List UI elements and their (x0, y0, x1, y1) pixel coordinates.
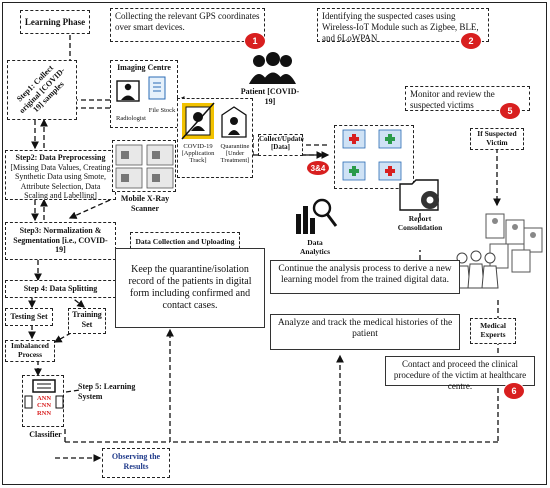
step1-box: Step1: Collect original [COVID-19] sampl… (7, 60, 77, 120)
mobile-xray-label: Mobile X-Ray Scanner (120, 194, 170, 213)
mobile-xray-box (112, 140, 176, 192)
observe-results-box: Observing the Results (102, 448, 170, 478)
file-stock-label: File Stock (148, 107, 176, 114)
imaging-centre-box: Imaging Centre Radiologist File Stock (110, 60, 178, 128)
app-track-label: COVID-19 [Application Track] (181, 143, 215, 165)
training-set-box: Training Set (68, 308, 106, 334)
monitor-icon (24, 379, 64, 409)
hospitals-box (334, 125, 414, 189)
algo-cnn: CNN (36, 402, 52, 410)
note-gps: Collecting the relevant GPS coordinates … (110, 8, 265, 42)
step2-title: Step2: Data Preprocessing (15, 153, 106, 162)
patient-label: Patient [COVID-19] (240, 87, 300, 106)
badge-2: 2 (460, 32, 482, 50)
badge-1: 1 (244, 32, 266, 50)
quarantine-label: Quarantine [Under Treatment] (220, 143, 250, 165)
note-history: Analyze and track the medical histories … (270, 314, 460, 350)
step4-box: Step 4: Data Splitting (5, 280, 116, 298)
step3-box: Step3: Normalization & Segmentation [i.e… (5, 222, 116, 260)
report-folder-icon (398, 176, 446, 214)
note-contact: Contact and proceed the clinical procedu… (385, 356, 535, 391)
step2-body: [Missing Data Values, Creating Synthetic… (10, 162, 111, 201)
step2-box: Step2: Data Preprocessing [Missing Data … (5, 150, 116, 200)
classifier-label: Classifier (29, 430, 62, 439)
algo-rnn: RNN (36, 409, 52, 417)
radiologist-icon (116, 76, 166, 102)
data-analytics-label: Data Analytics (300, 238, 330, 256)
imbalanced-box: Imbalanced Process (5, 340, 55, 362)
radiologist-label: Radiologist (116, 115, 146, 122)
documents-icon (482, 210, 544, 274)
medical-experts-box: Medical Experts (470, 318, 516, 344)
hospital-icons (342, 129, 402, 181)
testing-set-box: Testing Set (5, 308, 53, 326)
app-quarantine-box: COVID-19 [Application Track] Quarantine … (177, 98, 253, 178)
collect-update-box: Collect/Update [Data] (258, 134, 304, 156)
badge-5: 5 (499, 102, 521, 120)
classifier-box: ANN CNN RNN (22, 375, 64, 427)
patient-icon (246, 52, 296, 86)
algo-ann: ANN (36, 395, 52, 402)
badge-6: 6 (503, 382, 525, 400)
xray-scanner-icon (115, 144, 174, 189)
algorithm-list: ANN CNN RNN (35, 395, 53, 417)
imaging-centre-label: Imaging Centre (117, 63, 171, 72)
step1-text: Step1: Collect original [COVID-19] sampl… (14, 62, 67, 115)
data-analytics-icon (292, 196, 338, 236)
report-label: Report Consolidation (397, 214, 443, 232)
suspected-victim-box: If Suspected Victim (470, 128, 524, 150)
note-analysis: Continue the analysis process to derive … (270, 260, 460, 294)
note-quarantine: Keep the quarantine/isolation record of … (115, 248, 265, 328)
learning-phase-label: Learning Phase (20, 10, 90, 34)
covid-app-icon (181, 102, 247, 140)
badge-3-4: 3&4 (306, 160, 330, 176)
step5-label: Step 5: Learning System (78, 382, 136, 401)
